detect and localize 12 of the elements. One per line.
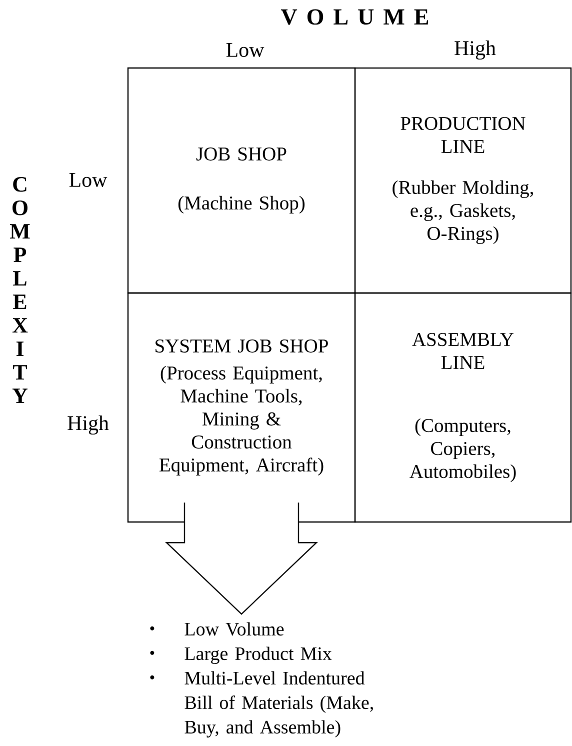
matrix-cell: PRODUCTION LINE (Rubber Molding, e.g., Gaskets, O-Rings) bbox=[354, 67, 572, 294]
node-label: Large Product Mix bbox=[184, 646, 332, 664]
matrix-cell: ASSEMBLY LINE (Computers, Copiers, Automobiles) bbox=[354, 292, 572, 523]
matrix-cell: JOB SHOP (Machine Shop) bbox=[127, 67, 356, 294]
block-arrow bbox=[165, 502, 318, 615]
axis-title: V O L U M E bbox=[281, 9, 428, 25]
node-label: Multi-Level Indentured Bill of Materials (Make, Buy, and Assemble) bbox=[184, 671, 373, 738]
axis-title: COMPLEXITY bbox=[10, 176, 30, 404]
axis-label: High bbox=[68, 415, 109, 435]
node-label: Low Volume bbox=[184, 622, 284, 636]
bullet-list: Low Volume Large Product Mix Multi-Level Indentured Bill of Materials (Make, Buy, and Assemble) bbox=[150, 622, 373, 738]
axis-label: Low bbox=[69, 173, 108, 187]
